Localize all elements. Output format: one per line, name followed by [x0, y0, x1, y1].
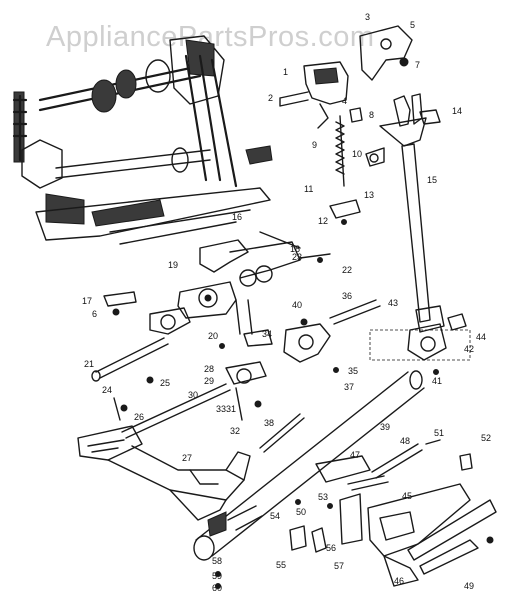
callout-40: 40	[292, 300, 302, 310]
callout-52: 52	[481, 433, 491, 443]
callout-19: 19	[168, 260, 178, 270]
callout-25: 25	[160, 378, 170, 388]
rocker-linkage-assembly	[103, 231, 339, 373]
callout-37: 37	[344, 382, 354, 392]
lower-linkage-assembly	[113, 343, 305, 453]
callout-5: 5	[410, 20, 415, 30]
callout-1: 1	[283, 67, 288, 77]
callout-35: 35	[348, 366, 358, 376]
callout-4: 4	[342, 96, 347, 106]
callout-21: 21	[84, 359, 94, 369]
callout-50: 50	[296, 507, 306, 517]
callout-44: 44	[476, 332, 486, 342]
callout-49: 49	[464, 581, 474, 591]
callout-45: 45	[402, 491, 412, 501]
callout-23: 23	[292, 252, 302, 262]
callout-53: 53	[318, 492, 328, 502]
callout-38: 38	[264, 418, 274, 428]
callout-60: 60	[212, 583, 222, 593]
callout-34: 34	[262, 329, 272, 339]
lower-left-frame	[77, 425, 251, 537]
callout-43: 43	[388, 298, 398, 308]
callout-59: 59	[212, 571, 222, 581]
callout-39: 39	[380, 422, 390, 432]
callout-7: 7	[415, 60, 420, 70]
callout-47: 47	[350, 450, 360, 460]
callout-56: 56	[326, 543, 336, 553]
callout-41: 41	[432, 376, 442, 386]
callout-24: 24	[102, 385, 112, 395]
connecting-rods	[91, 299, 381, 382]
callout-18: 18	[290, 244, 300, 254]
main-shaft-assembly	[12, 35, 273, 245]
long-shaft	[193, 370, 425, 561]
callout-30: 30	[188, 390, 198, 400]
callout-9: 9	[312, 140, 317, 150]
callout-28: 28	[204, 364, 214, 374]
callout-51: 51	[434, 428, 444, 438]
callout-57: 57	[334, 561, 344, 571]
right-pivot-bracket	[369, 313, 471, 375]
part-number-callouts: 1 2 3 4 5 6 7 8 9 10 11 12 13 14 15 16 1…	[82, 12, 491, 593]
callout-27: 27	[182, 453, 192, 463]
callout-31: 31	[226, 404, 236, 414]
callout-20: 20	[208, 331, 218, 341]
long-lever	[379, 93, 445, 333]
callout-13: 13	[364, 190, 374, 200]
callout-36: 36	[342, 291, 352, 301]
callout-33: 33	[216, 404, 226, 414]
callout-26: 26	[134, 412, 144, 422]
callout-54: 54	[270, 511, 280, 521]
callout-11: 11	[304, 184, 313, 194]
callout-29: 29	[204, 376, 214, 386]
callout-10: 10	[352, 149, 362, 159]
callout-48: 48	[400, 436, 410, 446]
callout-3: 3	[365, 12, 370, 22]
callout-14: 14	[452, 106, 462, 116]
callout-8: 8	[369, 110, 374, 120]
callout-2: 2	[268, 93, 273, 103]
callout-15: 15	[427, 175, 437, 185]
callout-22: 22	[342, 265, 352, 275]
callout-12: 12	[318, 216, 328, 226]
callout-32: 32	[230, 426, 240, 436]
callout-17: 17	[82, 296, 92, 306]
callout-46: 46	[394, 576, 404, 586]
callout-42: 42	[464, 344, 474, 354]
callout-6: 6	[92, 309, 97, 319]
callout-58: 58	[212, 556, 222, 566]
callout-16: 16	[232, 212, 242, 222]
lower-right-plate-assembly	[215, 439, 497, 589]
callout-55: 55	[276, 560, 286, 570]
upper-right-bracket-assembly	[279, 25, 413, 225]
